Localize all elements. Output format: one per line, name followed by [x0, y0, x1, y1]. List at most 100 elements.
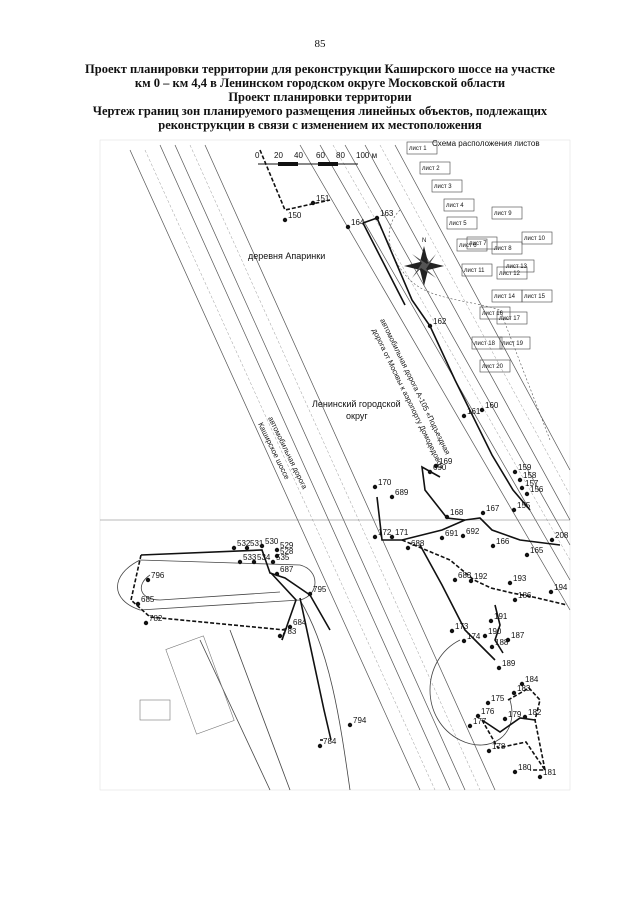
sheet-box — [491, 241, 523, 255]
boundary-point-marker — [427, 323, 433, 329]
boundary-point-label: 535 — [276, 553, 290, 562]
boundary-point-marker — [512, 469, 518, 475]
boundary-point-label: 208 — [555, 531, 569, 540]
sheet-label: лист 17 — [499, 316, 521, 322]
boundary-point-marker — [488, 618, 494, 624]
sheet-label: лист 5 — [449, 221, 467, 227]
boundary-point-marker — [237, 559, 243, 565]
boundary-point-label: 186 — [518, 591, 532, 600]
boundary-point-label: 783 — [283, 627, 297, 636]
sheet-box — [521, 289, 553, 303]
boundary-point-label: 191 — [494, 612, 508, 621]
boundary-point-label: 166 — [496, 537, 510, 546]
sheet-label: лист 18 — [474, 341, 496, 347]
boundary-point-marker — [517, 477, 523, 483]
boundary-point-label: 692 — [466, 527, 480, 536]
sheet-box — [496, 311, 528, 325]
boundary-point-label: 689 — [395, 488, 409, 497]
boundary-point-marker — [345, 224, 351, 230]
boundary-point-label: 160 — [485, 401, 499, 410]
boundary-point-marker — [259, 543, 265, 549]
boundary-point-label: 683 — [458, 571, 472, 580]
boundary-point-marker — [512, 597, 518, 603]
sheet-label: лист 7 — [469, 241, 487, 247]
boundary-point-marker — [244, 545, 250, 551]
title-line-2: км 0 – км 4,4 в Ленинском городском окру… — [134, 76, 506, 90]
boundary-point-label: 187 — [511, 631, 525, 640]
boundary-point-label: 691 — [445, 529, 459, 538]
boundary-point-label: 151 — [316, 194, 330, 203]
boundary-point-label: 172 — [378, 528, 392, 537]
boundary-point-marker — [489, 644, 495, 650]
title-line-3: Проект планировки территории — [228, 90, 412, 104]
boundary-point-marker — [496, 665, 502, 671]
boundary-point-marker — [444, 514, 450, 520]
district-label-1: Ленинский городской — [312, 399, 401, 409]
boundary-point-marker — [512, 769, 518, 775]
boundary-point-label: 795 — [313, 585, 327, 594]
boundary-point-label: 174 — [467, 632, 481, 641]
boundary-point-marker — [372, 484, 378, 490]
sheet-label: лист 19 — [502, 341, 524, 347]
sheet-label: лист 15 — [524, 294, 546, 300]
boundary-point-marker — [287, 624, 293, 630]
road-label-a105-1: автомобильная дорога А-105 «Подъездная — [378, 317, 452, 456]
boundary-point-marker — [460, 533, 466, 539]
boundary-point-label: 163 — [380, 209, 394, 218]
boundary-point-marker — [374, 215, 380, 221]
boundary-point-marker — [405, 545, 411, 551]
boundary-point-label: 162 — [433, 317, 447, 326]
boundary-point-marker — [519, 485, 525, 491]
boundary-point-label: 687 — [280, 565, 294, 574]
scale-tick-60: 60 — [316, 151, 325, 160]
boundary-point-marker — [480, 510, 486, 516]
sheet-label: лист 6 — [459, 243, 477, 249]
boundary-point-label: 175 — [491, 694, 505, 703]
district-label-2: округ — [346, 411, 368, 421]
boundary-point-marker — [274, 553, 280, 559]
boundary-point-marker — [310, 200, 316, 206]
boundary-point-label: 531 — [250, 539, 264, 548]
boundary-point-label: 182 — [528, 708, 542, 717]
boundary-point-label: 782 — [149, 614, 163, 623]
boundary-point-label: 794 — [353, 716, 367, 725]
boundary-point-label: 534 — [257, 553, 271, 562]
boundary-point-marker — [549, 537, 555, 543]
compass-north-label: N — [422, 238, 426, 244]
boundary-point-marker — [274, 547, 280, 553]
boundary-point-marker — [468, 578, 474, 584]
boundary-point-label: 165 — [530, 546, 544, 555]
scale-tick-100: 100 м — [356, 151, 377, 160]
sheet-box — [419, 161, 451, 175]
boundary-point-marker — [270, 559, 276, 565]
boundary-point-label: 176 — [481, 707, 495, 716]
boundary-point-label: 688 — [411, 539, 425, 548]
boundary-point-label: 179 — [508, 710, 522, 719]
boundary-point-label: 159 — [518, 463, 532, 472]
boundary-point-label: 528 — [280, 547, 294, 556]
boundary-point-marker — [143, 620, 149, 626]
boundary-point-marker — [461, 413, 467, 419]
village-label: деревня Апаринки — [248, 251, 325, 261]
title-line-4: Чертеж границ зон планируемого размещени… — [92, 104, 548, 118]
sheet-label: лист 9 — [494, 211, 512, 217]
boundary-point-label: 161 — [467, 407, 481, 416]
boundary-point-label: 177 — [473, 717, 487, 726]
boundary-point-label: 157 — [525, 479, 539, 488]
boundary-point-label: 180 — [518, 763, 532, 772]
boundary-point-marker — [505, 637, 511, 643]
scale-tick-40: 40 — [294, 151, 303, 160]
boundary-point-label: 188 — [495, 638, 509, 647]
sheet-label: лист 8 — [494, 246, 512, 252]
boundary-point-label: 184 — [525, 675, 539, 684]
scale-tick-80: 80 — [336, 151, 345, 160]
boundary-point-marker — [511, 690, 517, 696]
boundary-point-label: 171 — [395, 528, 409, 537]
interchange — [117, 559, 513, 791]
sheet-box — [443, 198, 475, 212]
boundary-points: 1501511631641621601611591581571561551696… — [135, 194, 569, 780]
sheet-box — [471, 336, 503, 350]
boundary-point-marker — [524, 552, 530, 558]
